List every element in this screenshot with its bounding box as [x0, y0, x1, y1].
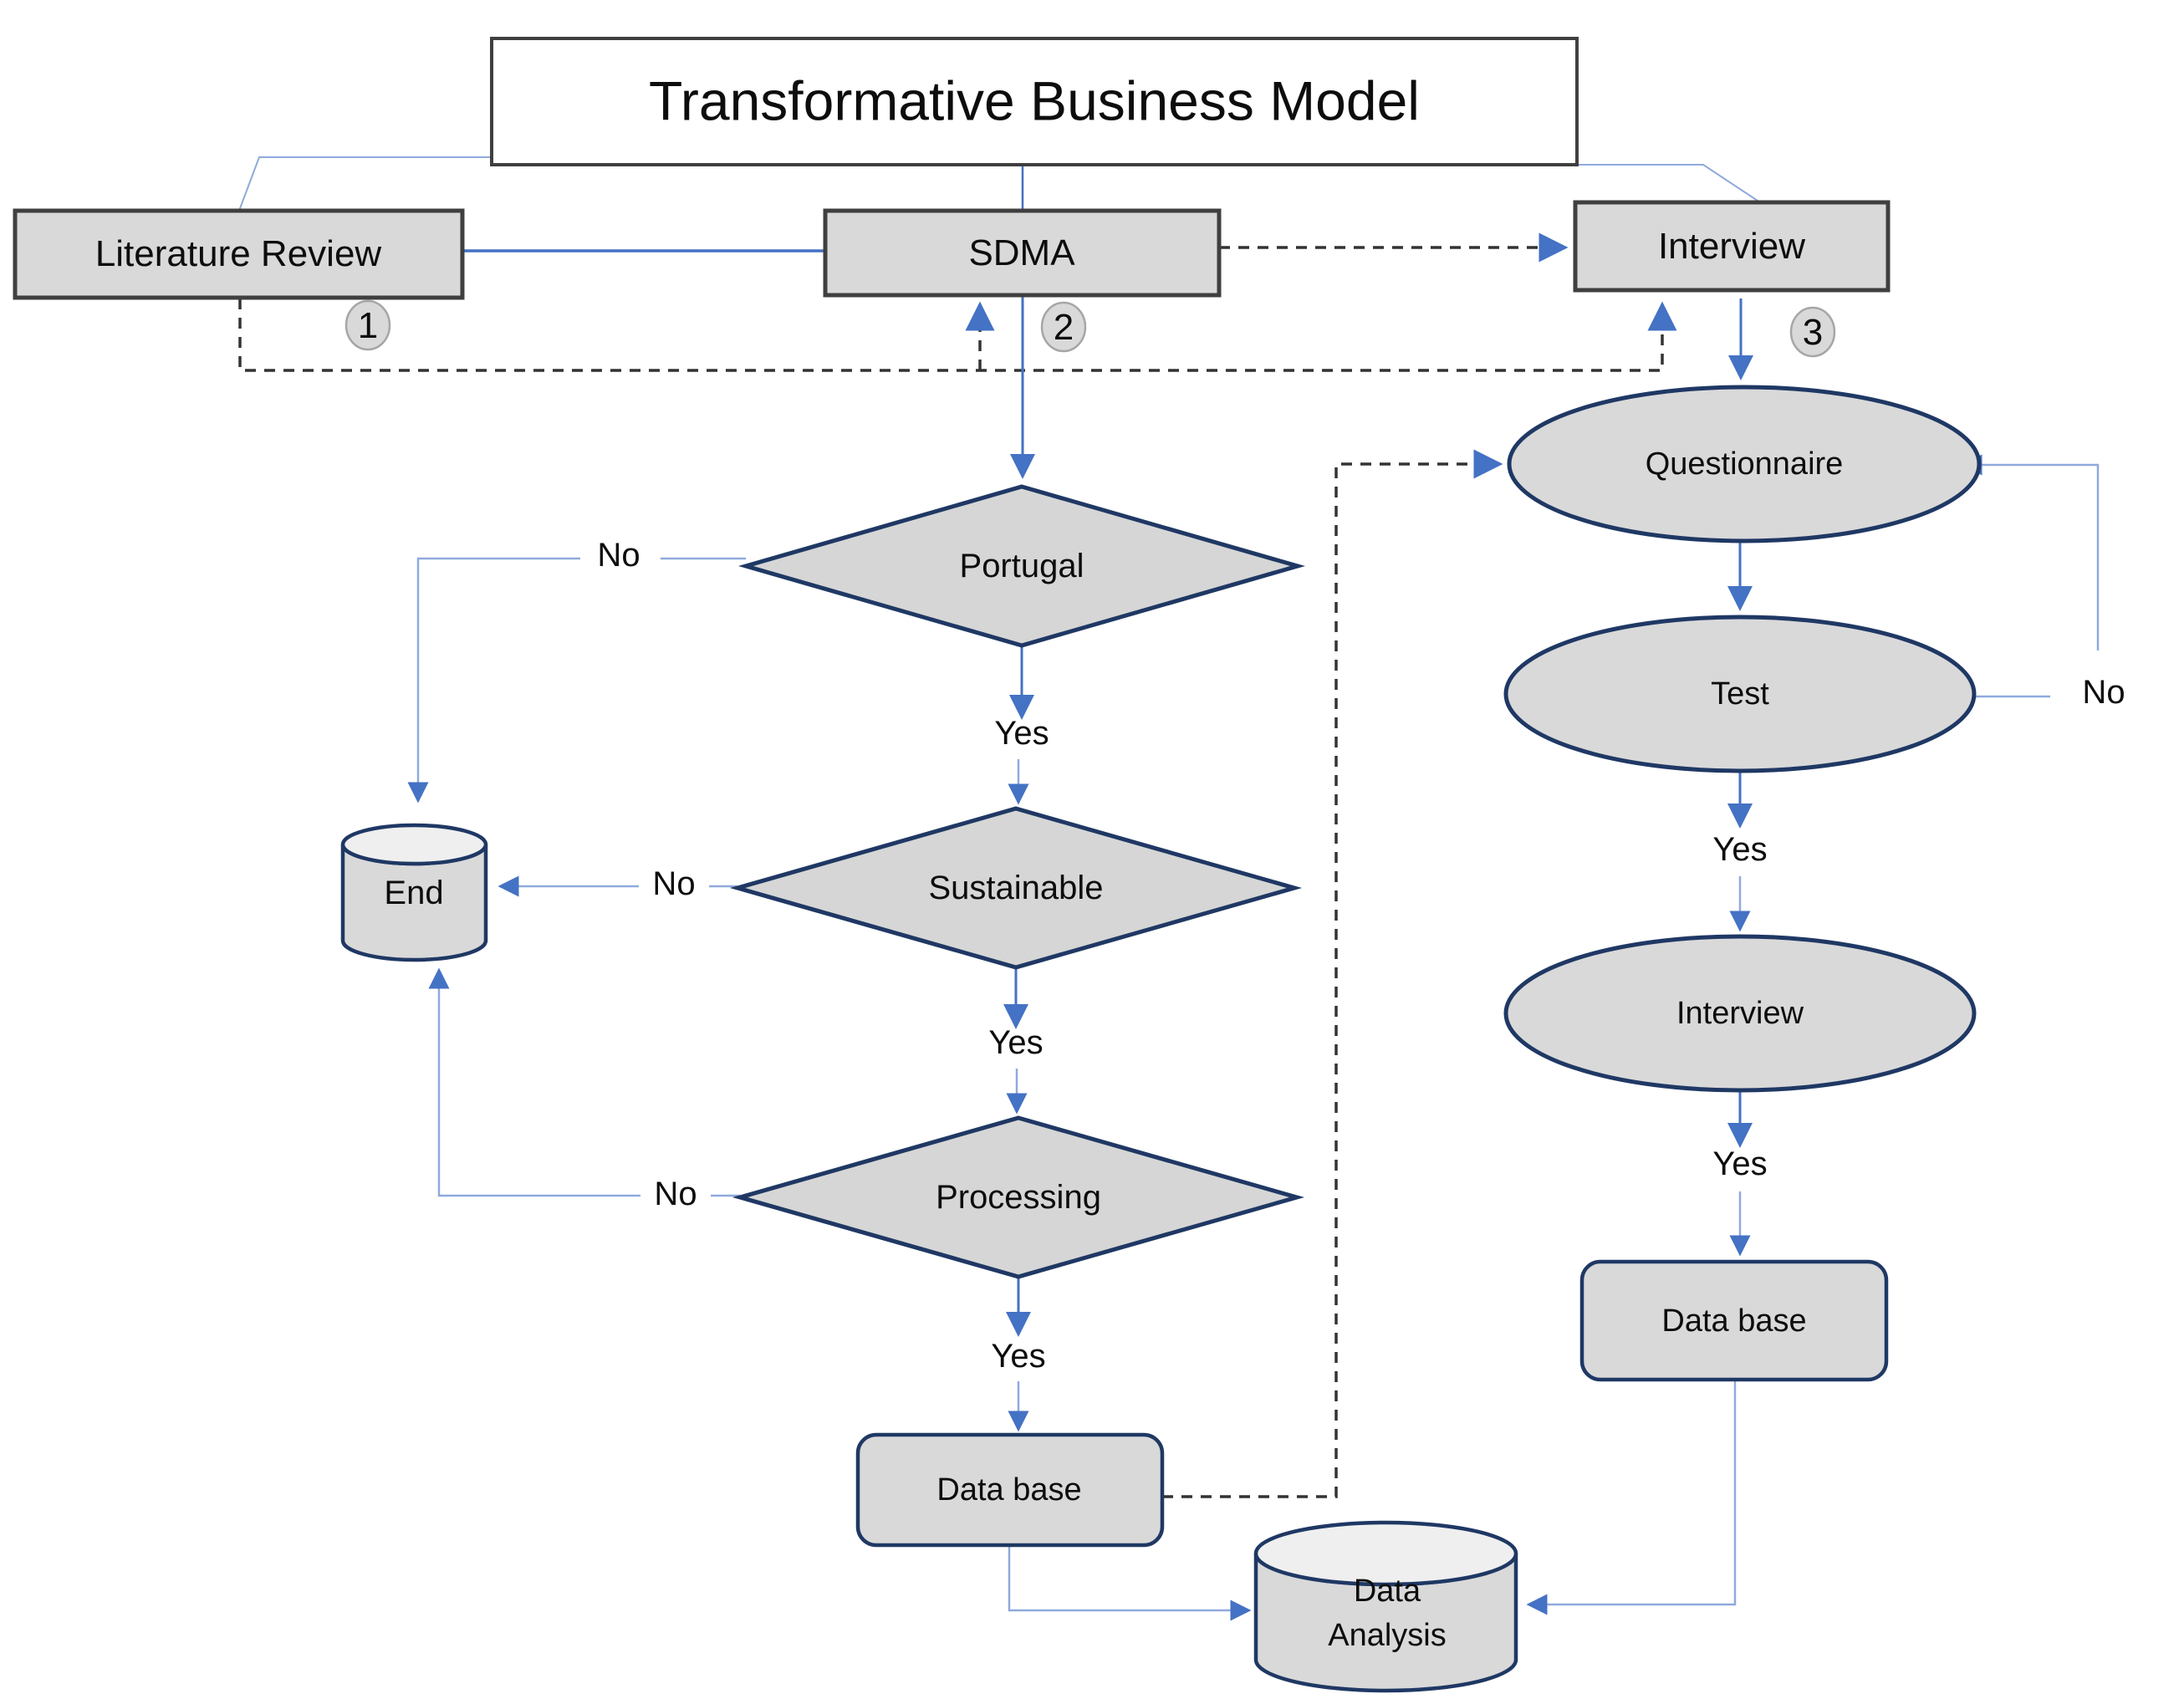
badge-3-label: 3: [1802, 311, 1824, 353]
sdma-box: [823, 208, 1222, 298]
database-left-box: [855, 1432, 1165, 1548]
database-left-label: Data base: [936, 1472, 1082, 1508]
portugal-no-label: No: [597, 537, 640, 574]
badge-2-label: 2: [1053, 306, 1074, 348]
edge-database-to-questionnaire-dashed: [1162, 449, 1503, 1498]
questionnaire-label: Questionnaire: [1645, 446, 1844, 482]
badge-1-label: 1: [357, 304, 379, 346]
interview-ellipse: [1503, 934, 1977, 1093]
database-right-box: [1579, 1259, 1889, 1382]
end-cylinder-top: [340, 823, 488, 866]
edge-database-left-to-analysis: [1008, 1545, 1252, 1621]
sustainable-decision-diamond: [729, 806, 1303, 970]
page-title: Transformative Business Model: [649, 69, 1420, 132]
literature-review-label: Literature Review: [94, 232, 382, 274]
portugal-decision-diamond: [737, 484, 1306, 648]
literature-review-box: [13, 208, 465, 300]
processing-decision-diamond: [732, 1115, 1305, 1279]
data-analysis-cylinder-top: [1253, 1520, 1518, 1587]
test-no-label: No: [2082, 674, 2125, 711]
database-right-label: Data base: [1661, 1304, 1807, 1339]
edge-test-no-to-questionnaire: [1961, 454, 2100, 650]
edge-title-to-interview: [1577, 164, 1761, 203]
edge-title-to-literature-review: [238, 156, 492, 212]
interview-yes-label: Yes: [1712, 1145, 1768, 1182]
edge-feedback-rail-dashed: [238, 298, 1677, 372]
processing-yes-label: Yes: [991, 1338, 1046, 1375]
end-label: End: [384, 875, 444, 911]
sdma-label: SDMA: [968, 232, 1075, 273]
badge-2-circle: [1040, 301, 1087, 353]
processing-label: Processing: [936, 1179, 1101, 1216]
interview-ellipse-label: Interview: [1676, 996, 1804, 1032]
edge-portugal-no-to-end: [407, 557, 580, 804]
edge-database-right-to-analysis: [1526, 1380, 1737, 1615]
interview-box: [1573, 200, 1891, 293]
interview-box-label: Interview: [1657, 225, 1806, 267]
badge-1-circle: [344, 299, 391, 351]
processing-no-label: No: [654, 1176, 697, 1212]
data-analysis-line2: Analysis: [1328, 1618, 1447, 1653]
sustainable-yes-label: Yes: [988, 1024, 1044, 1061]
test-ellipse: [1503, 615, 1977, 773]
data-analysis-line1: Data: [1353, 1573, 1421, 1609]
portugal-label: Portugal: [959, 548, 1084, 584]
sustainable-label: Sustainable: [928, 870, 1104, 906]
data-analysis-label: Data Analysis: [1328, 1569, 1447, 1658]
edge-processing-no-to-end: [428, 967, 640, 1197]
title-box: [490, 37, 1579, 166]
questionnaire-ellipse: [1507, 385, 1982, 543]
test-yes-label: Yes: [1712, 831, 1768, 868]
sustainable-no-label: No: [652, 865, 696, 902]
test-label: Test: [1711, 676, 1769, 712]
portugal-yes-label: Yes: [994, 715, 1049, 752]
badge-3-circle: [1789, 306, 1836, 358]
